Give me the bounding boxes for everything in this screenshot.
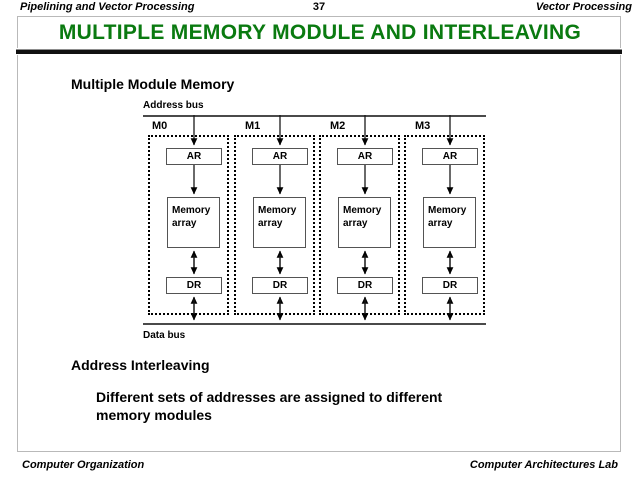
page-number: 37: [312, 1, 326, 13]
module-boundary-m0: [148, 135, 229, 315]
slide-footer: Computer Organization Computer Architect…: [0, 459, 638, 475]
memory-array-label-line1: Memory: [343, 205, 382, 216]
address-register-m2: AR: [337, 148, 393, 165]
slide-title-box: MULTIPLE MEMORY MODULE AND INTERLEAVING: [17, 16, 621, 48]
heading-address-interleaving: Address Interleaving: [71, 357, 210, 373]
title-divider-rule: [16, 49, 622, 54]
data-bus-line: [143, 323, 486, 325]
running-header: Pipelining and Vector Processing 37 Vect…: [0, 0, 638, 15]
module-tag-m3: M3: [415, 120, 431, 132]
data-register-m2: DR: [337, 277, 393, 294]
memory-array-m3: Memory array: [423, 197, 476, 248]
data-register-m0: DR: [166, 277, 222, 294]
address-register-m3: AR: [422, 148, 478, 165]
heading-multiple-module-memory: Multiple Module Memory: [71, 76, 235, 92]
footer-right-text: Computer Architectures Lab: [469, 459, 618, 471]
module-tag-m1: M1: [245, 120, 261, 132]
address-interleaving-description: Different sets of addresses are assigned…: [96, 389, 443, 423]
memory-array-m1: Memory array: [253, 197, 306, 248]
module-tag-m0: M0: [152, 120, 168, 132]
slide-title: MULTIPLE MEMORY MODULE AND INTERLEAVING: [58, 21, 582, 44]
memory-array-label-line2: array: [343, 218, 368, 229]
module-boundary-m2: [319, 135, 400, 315]
module-boundary-m1: [234, 135, 315, 315]
data-register-m3: DR: [422, 277, 478, 294]
data-bus-label: Data bus: [143, 330, 186, 341]
running-header-right-title: Vector Processing: [535, 1, 632, 13]
memory-array-label-line2: array: [428, 218, 453, 229]
address-register-m1: AR: [252, 148, 308, 165]
module-tag-m2: M2: [330, 120, 346, 132]
address-register-m0: AR: [166, 148, 222, 165]
data-register-m1: DR: [252, 277, 308, 294]
memory-array-label-line1: Memory: [258, 205, 297, 216]
footer-left-text: Computer Organization: [22, 459, 145, 471]
address-bus-line: [143, 115, 486, 117]
module-boundary-m3: [404, 135, 485, 315]
memory-array-label-line2: array: [258, 218, 283, 229]
memory-array-label-line1: Memory: [428, 205, 467, 216]
memory-array-label-line2: array: [172, 218, 197, 229]
address-bus-label: Address bus: [143, 100, 204, 111]
memory-array-m0: Memory array: [167, 197, 220, 248]
memory-array-m2: Memory array: [338, 197, 391, 248]
running-header-left-title: Pipelining and Vector Processing: [20, 1, 195, 13]
memory-array-label-line1: Memory: [172, 205, 211, 216]
